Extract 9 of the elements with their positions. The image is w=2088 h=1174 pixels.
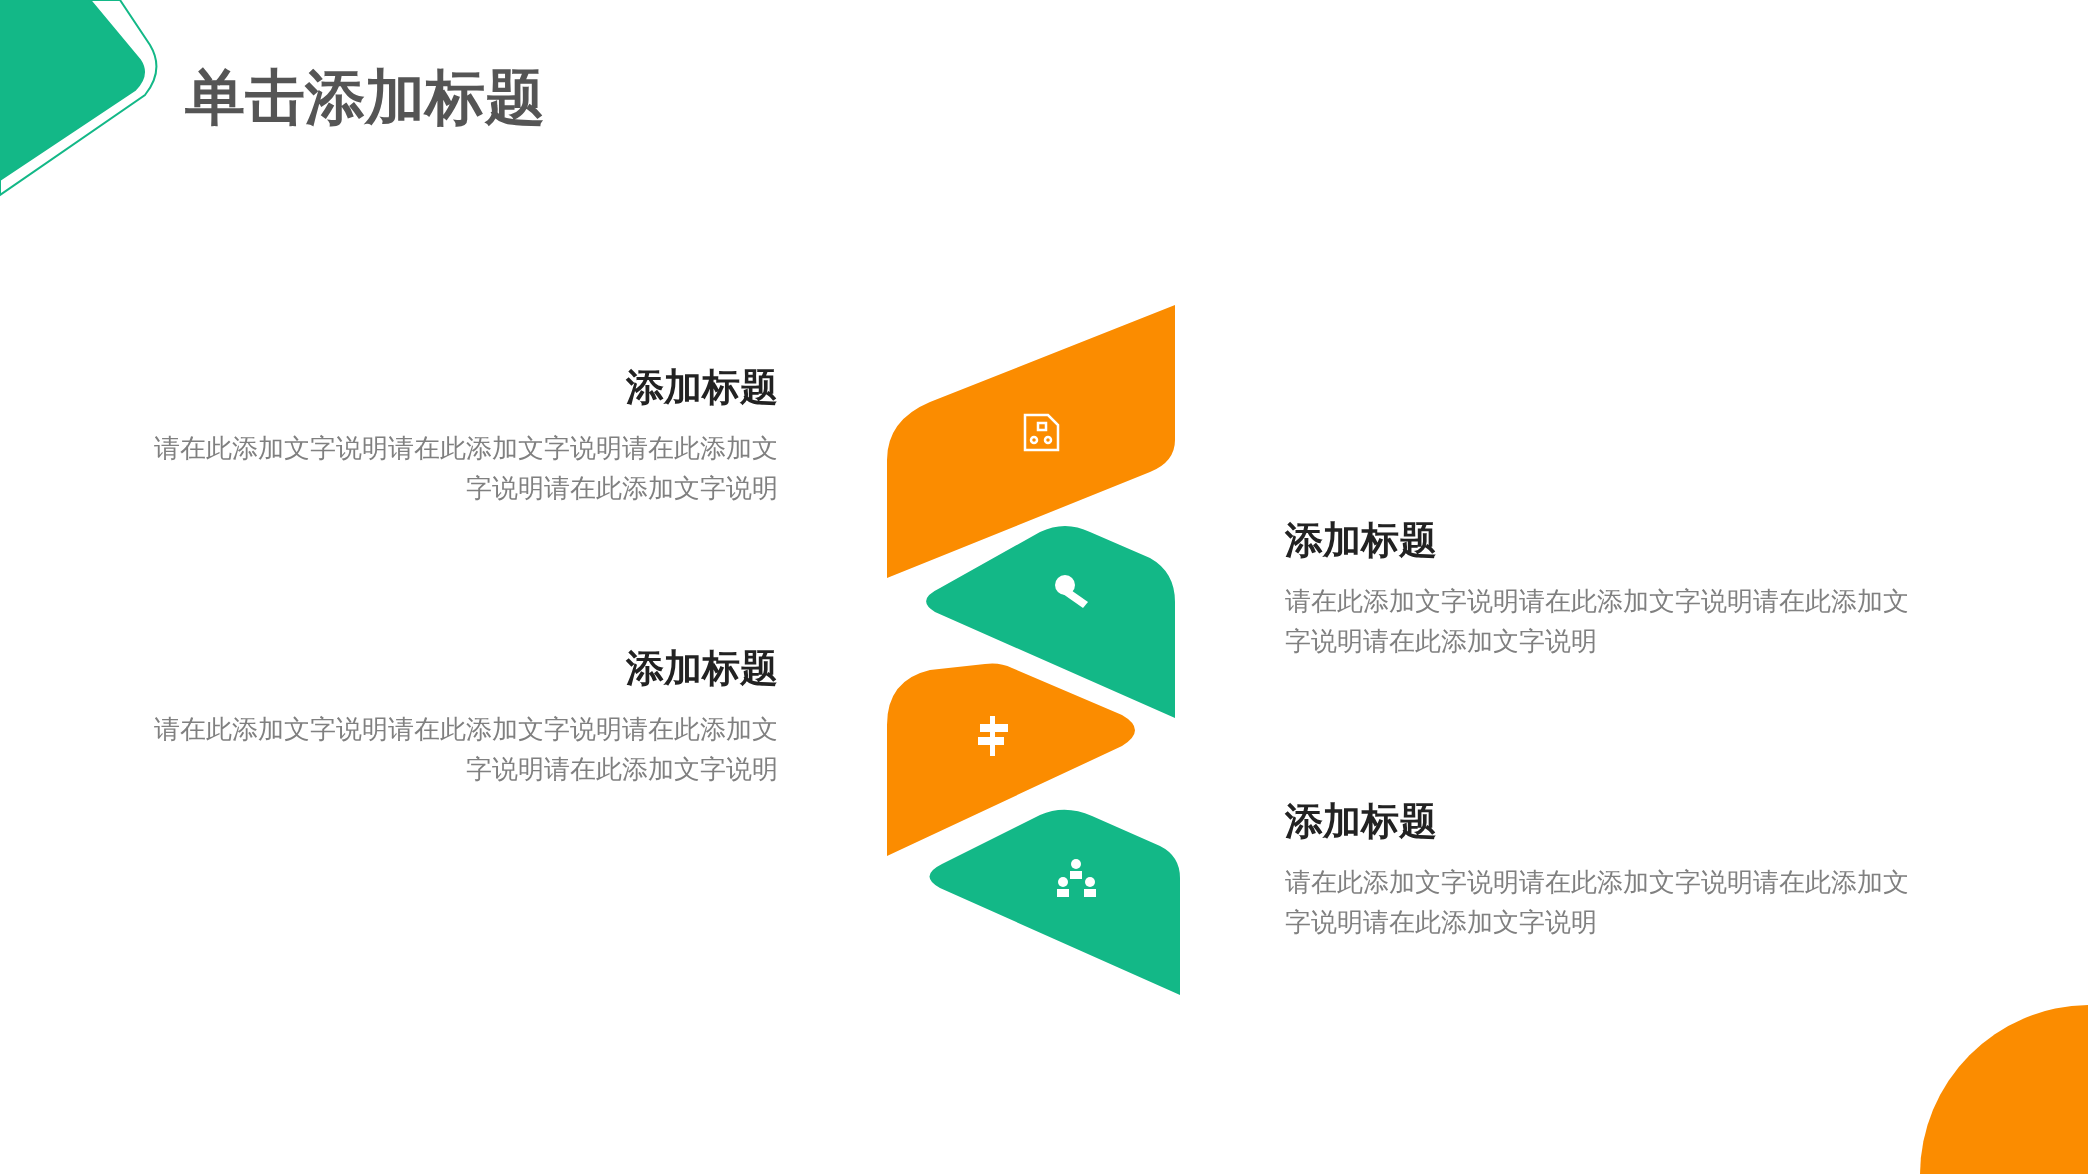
description-text: 请在此添加文字说明请在此添加文字说明请在此添加文字说明请在此添加文字说明 <box>153 713 778 786</box>
section-heading: 添加标题 <box>625 645 778 692</box>
description-text: 请在此添加文字说明请在此添加文字说明请在此添加文字说明请在此添加文字说明 <box>1285 866 1910 939</box>
slide-title: 单击添加标题 <box>185 61 545 134</box>
section-heading: 添加标题 <box>625 364 778 411</box>
description-text: 请在此添加文字说明请在此添加文字说明请在此添加文字说明请在此添加文字说明 <box>153 432 778 505</box>
description-text: 请在此添加文字说明请在此添加文字说明请在此添加文字说明请在此添加文字说明 <box>1285 585 1910 658</box>
section-heading: 添加标题 <box>1285 517 1438 564</box>
section-heading: 添加标题 <box>1285 798 1438 845</box>
